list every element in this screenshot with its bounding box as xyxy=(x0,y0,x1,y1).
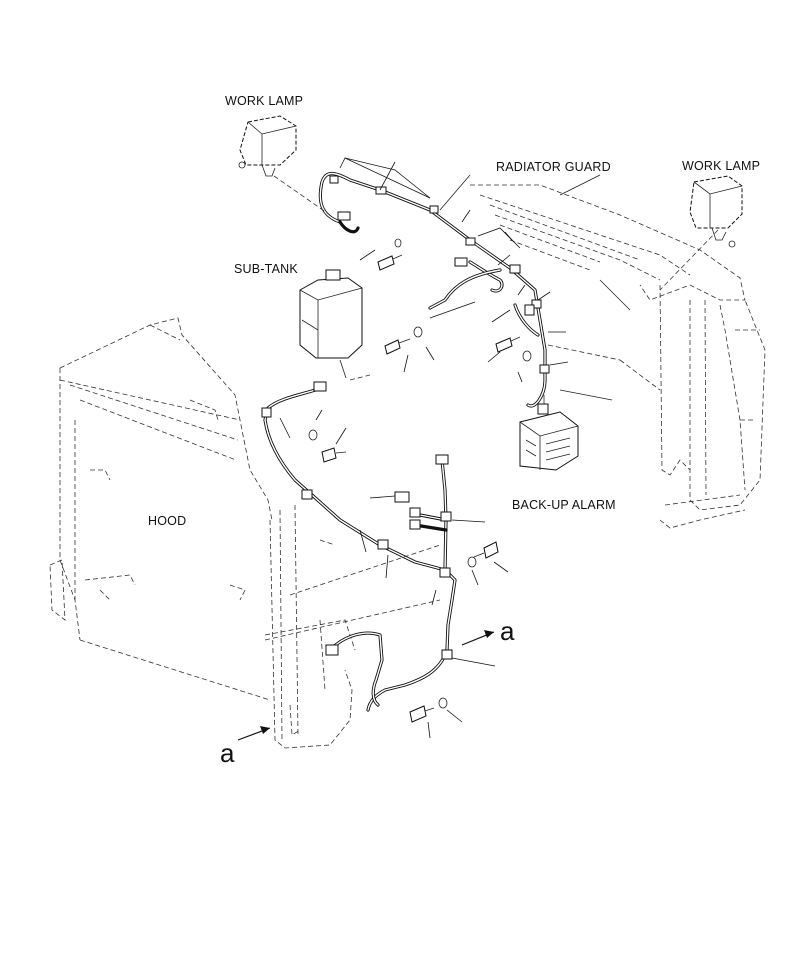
upper-clamps xyxy=(329,175,550,374)
work-lamp-left xyxy=(238,115,297,177)
label-work-lamp-right: WORK LAMP xyxy=(682,159,761,173)
label-hood: HOOD xyxy=(148,514,187,528)
view-arrow-right xyxy=(461,630,495,646)
label-sub-tank: SUB-TANK xyxy=(234,262,298,276)
harness-upper xyxy=(318,171,547,408)
lower-clamps xyxy=(261,381,453,660)
work-lamp-right xyxy=(689,175,743,248)
hood-outline xyxy=(49,317,356,749)
bolts xyxy=(308,238,532,723)
back-up-alarm xyxy=(519,395,579,471)
label-work-lamp-left: WORK LAMP xyxy=(225,94,304,108)
harness-lower xyxy=(263,386,457,712)
label-back-up-alarm: BACK-UP ALARM xyxy=(512,498,616,512)
label-radiator-guard: RADIATOR GUARD xyxy=(496,160,611,174)
view-ref-right: a xyxy=(500,616,515,646)
radiator-guard-outline xyxy=(470,184,766,529)
view-arrow-left xyxy=(237,726,271,741)
view-ref-left: a xyxy=(220,738,235,768)
leader-lines xyxy=(264,157,719,739)
sub-tank xyxy=(299,269,363,379)
